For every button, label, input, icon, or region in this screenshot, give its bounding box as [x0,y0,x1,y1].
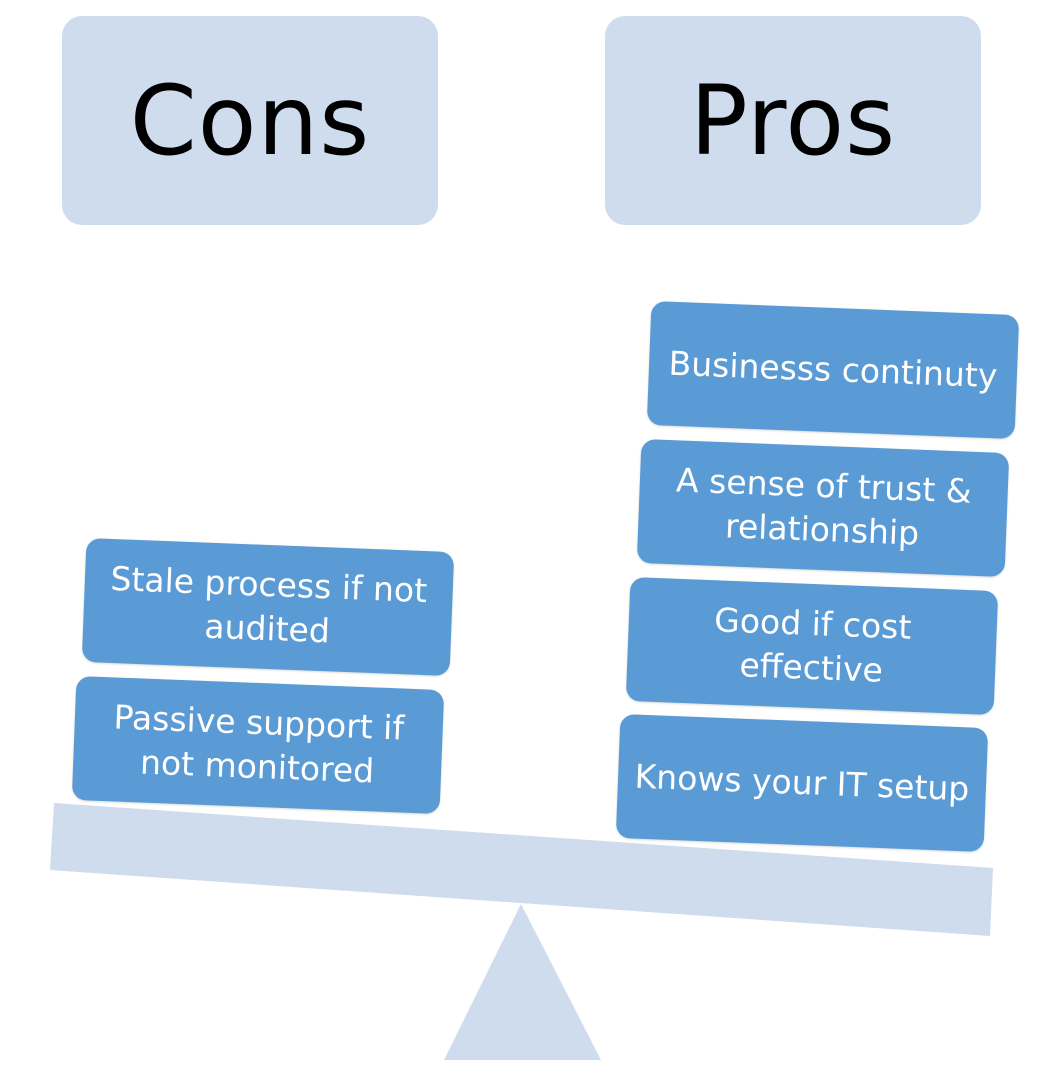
cons-card: Stale process if not audited [81,537,455,677]
pros-card-label: Knows your IT setup [633,756,971,809]
cons-card: Passive support if not monitored [71,675,445,815]
pros-card-label: A sense of trust & relationship [675,460,973,553]
cons-header-label: Cons [129,64,371,177]
pros-card: Knows your IT setup [615,713,989,853]
scale-beam [50,803,993,936]
cons-header: Cons [62,16,438,225]
pros-card: Businesss continuty [646,300,1020,440]
pros-header-label: Pros [689,64,897,177]
pros-card: A sense of trust & relationship [636,438,1010,578]
pros-card-label: Businesss continuty [667,343,999,396]
pros-card: Good if cost effective [625,576,999,716]
fulcrum [444,904,601,1060]
cons-card-label: Passive support if not monitored [112,697,405,791]
pros-header: Pros [605,16,981,225]
pros-card-label: Good if cost effective [713,600,913,690]
cons-card-label: Stale process if not audited [109,558,428,651]
